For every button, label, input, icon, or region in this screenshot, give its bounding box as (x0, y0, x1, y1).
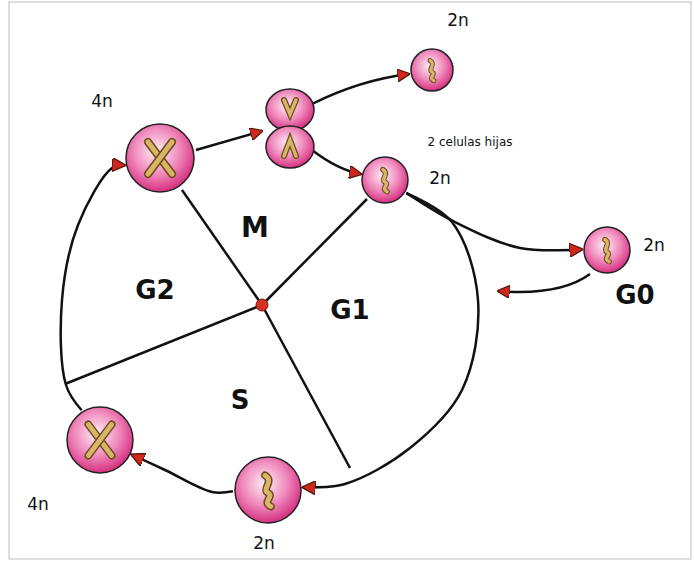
phase-label: S (231, 387, 250, 413)
phase-label: G0 (615, 282, 654, 308)
cell: 4n (66, 406, 134, 474)
center-dot (256, 299, 268, 311)
cell: 2n (361, 156, 409, 204)
cycle-arrow (61, 165, 125, 410)
cell-shape (583, 226, 631, 274)
spoke (65, 305, 262, 384)
cell-shape (410, 48, 454, 92)
mitosis-arrows (196, 74, 590, 292)
ploidy-label: 4n (91, 93, 113, 110)
arrow (312, 150, 361, 174)
sector-spokes (65, 190, 367, 468)
cycle-arrow (132, 455, 233, 493)
cell: 2n (234, 456, 302, 524)
cell: 4n (125, 123, 195, 193)
ploidy-label: 2n (253, 535, 275, 552)
ploidy-label: 2n (447, 12, 469, 29)
cell-shape (125, 123, 195, 193)
cycle-arrow (303, 193, 479, 487)
spoke (262, 199, 367, 305)
cell: 2n (410, 48, 454, 92)
arrow (498, 274, 590, 292)
dividing-cell (266, 89, 314, 168)
cell-shape (234, 456, 302, 524)
arrow (312, 74, 409, 104)
ploidy-label: 2n (429, 170, 451, 187)
cell-shape (361, 156, 409, 204)
cell: 2n (583, 226, 631, 274)
frame (9, 2, 691, 559)
phase-label: M (241, 214, 269, 242)
callout-label: 2 celulas hijas (427, 136, 512, 148)
phase-label: G1 (330, 297, 369, 323)
ploidy-label: 4n (27, 496, 49, 513)
phase-label: G2 (135, 277, 174, 303)
cycle-arrow (406, 193, 582, 250)
spoke (182, 190, 262, 305)
cell-shape (66, 406, 134, 474)
ploidy-label: 2n (643, 237, 665, 254)
spoke (262, 305, 350, 468)
arrow (196, 131, 262, 150)
